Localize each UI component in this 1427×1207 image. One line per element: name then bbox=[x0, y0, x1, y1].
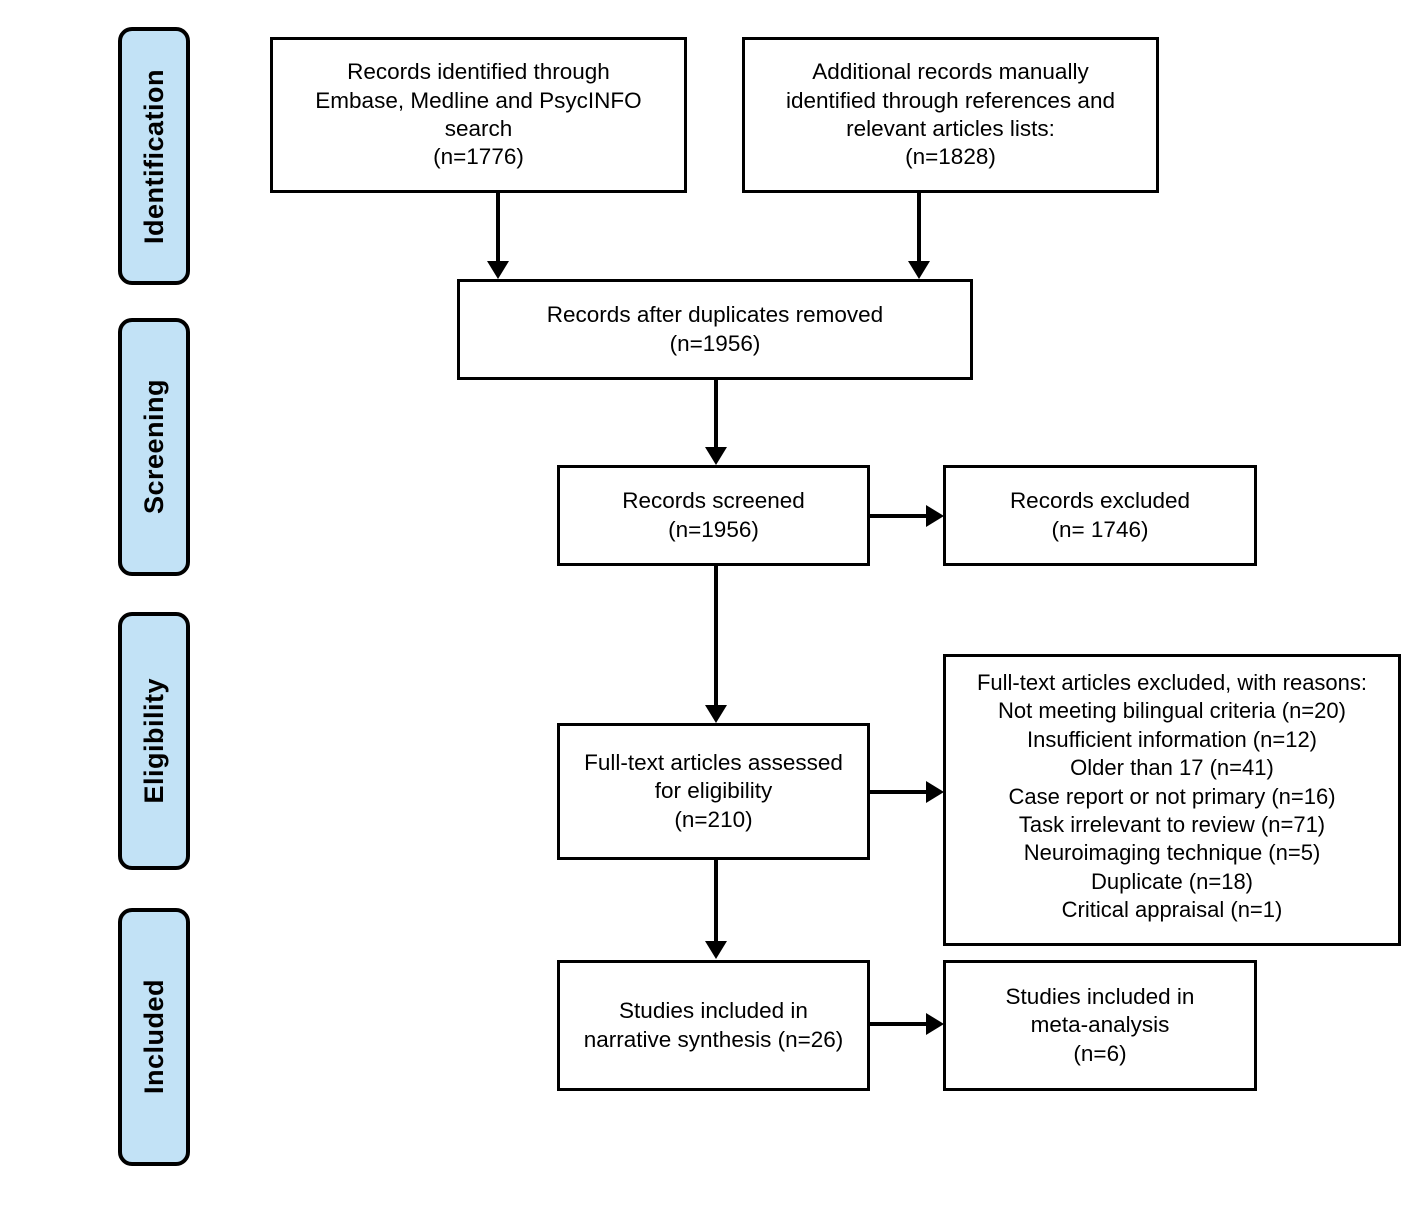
box-line: Task irrelevant to review (n=71) bbox=[1018, 811, 1326, 837]
box-line: (n=1956) bbox=[668, 516, 759, 542]
box-records-excluded: Records excluded (n= 1746) bbox=[943, 465, 1257, 566]
connector-search-to-duplicates bbox=[496, 193, 500, 265]
connector-screened-to-fulltext bbox=[714, 566, 718, 707]
box-line: for eligibility bbox=[654, 778, 773, 804]
connector-fulltext-to-reasons bbox=[870, 790, 930, 794]
box-additional-records-manual: Additional records manually identified t… bbox=[742, 37, 1159, 193]
box-line: Records identified through bbox=[347, 59, 610, 85]
arrowhead-screened-to-excluded bbox=[926, 505, 944, 527]
arrowhead-fulltext-to-reasons bbox=[926, 781, 944, 803]
box-line: (n=1776) bbox=[433, 144, 524, 170]
box-narrative-synthesis: Studies included in narrative synthesis … bbox=[557, 960, 870, 1091]
box-fulltext-assessed: Full-text articles assessed for eligibil… bbox=[557, 723, 870, 860]
box-line: Records excluded bbox=[1009, 488, 1191, 514]
box-line: (n=1828) bbox=[905, 144, 996, 170]
stage-pill-screening: Screening bbox=[118, 318, 190, 576]
box-line: (n=1956) bbox=[669, 330, 761, 356]
box-line: relevant articles lists: bbox=[846, 116, 1055, 141]
box-line: Insufficient information (n=12) bbox=[1026, 726, 1318, 752]
box-line: Duplicate (n=18) bbox=[1090, 868, 1254, 894]
arrowhead-fulltext-to-narrative bbox=[705, 941, 727, 959]
box-records-screened: Records screened (n=1956) bbox=[557, 465, 870, 566]
box-meta-analysis: Studies included in meta-analysis (n=6) bbox=[943, 960, 1257, 1091]
stage-label-included: Included bbox=[138, 979, 169, 1095]
box-line: Records after duplicates removed bbox=[546, 302, 884, 328]
stage-pill-eligibility: Eligibility bbox=[118, 612, 190, 870]
stage-label-eligibility: Eligibility bbox=[138, 678, 169, 804]
connector-manual-to-duplicates bbox=[917, 193, 921, 265]
box-line: search bbox=[444, 116, 513, 141]
stage-pill-included: Included bbox=[118, 908, 190, 1166]
stage-label-screening: Screening bbox=[138, 379, 169, 515]
box-line: narrative synthesis (n=26) bbox=[583, 1026, 844, 1052]
connector-screened-to-excluded bbox=[870, 514, 930, 518]
box-line: Not meeting bilingual criteria (n=20) bbox=[998, 698, 1346, 724]
box-line: identified through references and bbox=[786, 87, 1115, 113]
box-line: Studies included in bbox=[1005, 983, 1195, 1009]
arrowhead-screened-to-fulltext bbox=[705, 705, 727, 723]
arrowhead-narrative-to-meta bbox=[926, 1013, 944, 1035]
connector-narrative-to-meta bbox=[870, 1022, 930, 1026]
box-line: (n= 1746) bbox=[1051, 516, 1149, 542]
box-line: Full-text articles assessed bbox=[584, 749, 843, 775]
arrowhead-duplicates-to-screened bbox=[705, 447, 727, 465]
box-line: Studies included in bbox=[619, 998, 808, 1024]
box-line: Records screened bbox=[622, 488, 805, 514]
box-line: Neuroimaging technique (n=5) bbox=[1023, 840, 1321, 866]
box-line: Older than 17 (n=41) bbox=[1070, 755, 1274, 781]
stage-pill-identification: Identification bbox=[118, 27, 190, 285]
arrowhead-manual-to-duplicates bbox=[908, 261, 930, 279]
box-line: (n=6) bbox=[1073, 1040, 1127, 1066]
box-fulltext-excluded-reasons: Full-text articles excluded, with reason… bbox=[943, 654, 1401, 946]
box-line: (n=210) bbox=[674, 806, 753, 832]
connector-duplicates-to-screened bbox=[714, 380, 718, 448]
box-line: Additional records manually bbox=[812, 59, 1089, 85]
box-line: Embase, Medline and PsycINFO bbox=[315, 87, 642, 113]
box-line: meta-analysis bbox=[1030, 1012, 1170, 1038]
box-line: Case report or not primary (n=16) bbox=[1008, 783, 1336, 809]
box-records-after-duplicates: Records after duplicates removed (n=1956… bbox=[457, 279, 973, 380]
box-line: Full-text articles excluded, with reason… bbox=[976, 670, 1368, 695]
arrowhead-search-to-duplicates bbox=[487, 261, 509, 279]
stage-label-identification: Identification bbox=[138, 68, 169, 244]
connector-fulltext-to-narrative bbox=[714, 860, 718, 943]
box-line: Critical appraisal (n=1) bbox=[1061, 897, 1283, 922]
box-records-identified-search: Records identified through Embase, Medli… bbox=[270, 37, 687, 193]
